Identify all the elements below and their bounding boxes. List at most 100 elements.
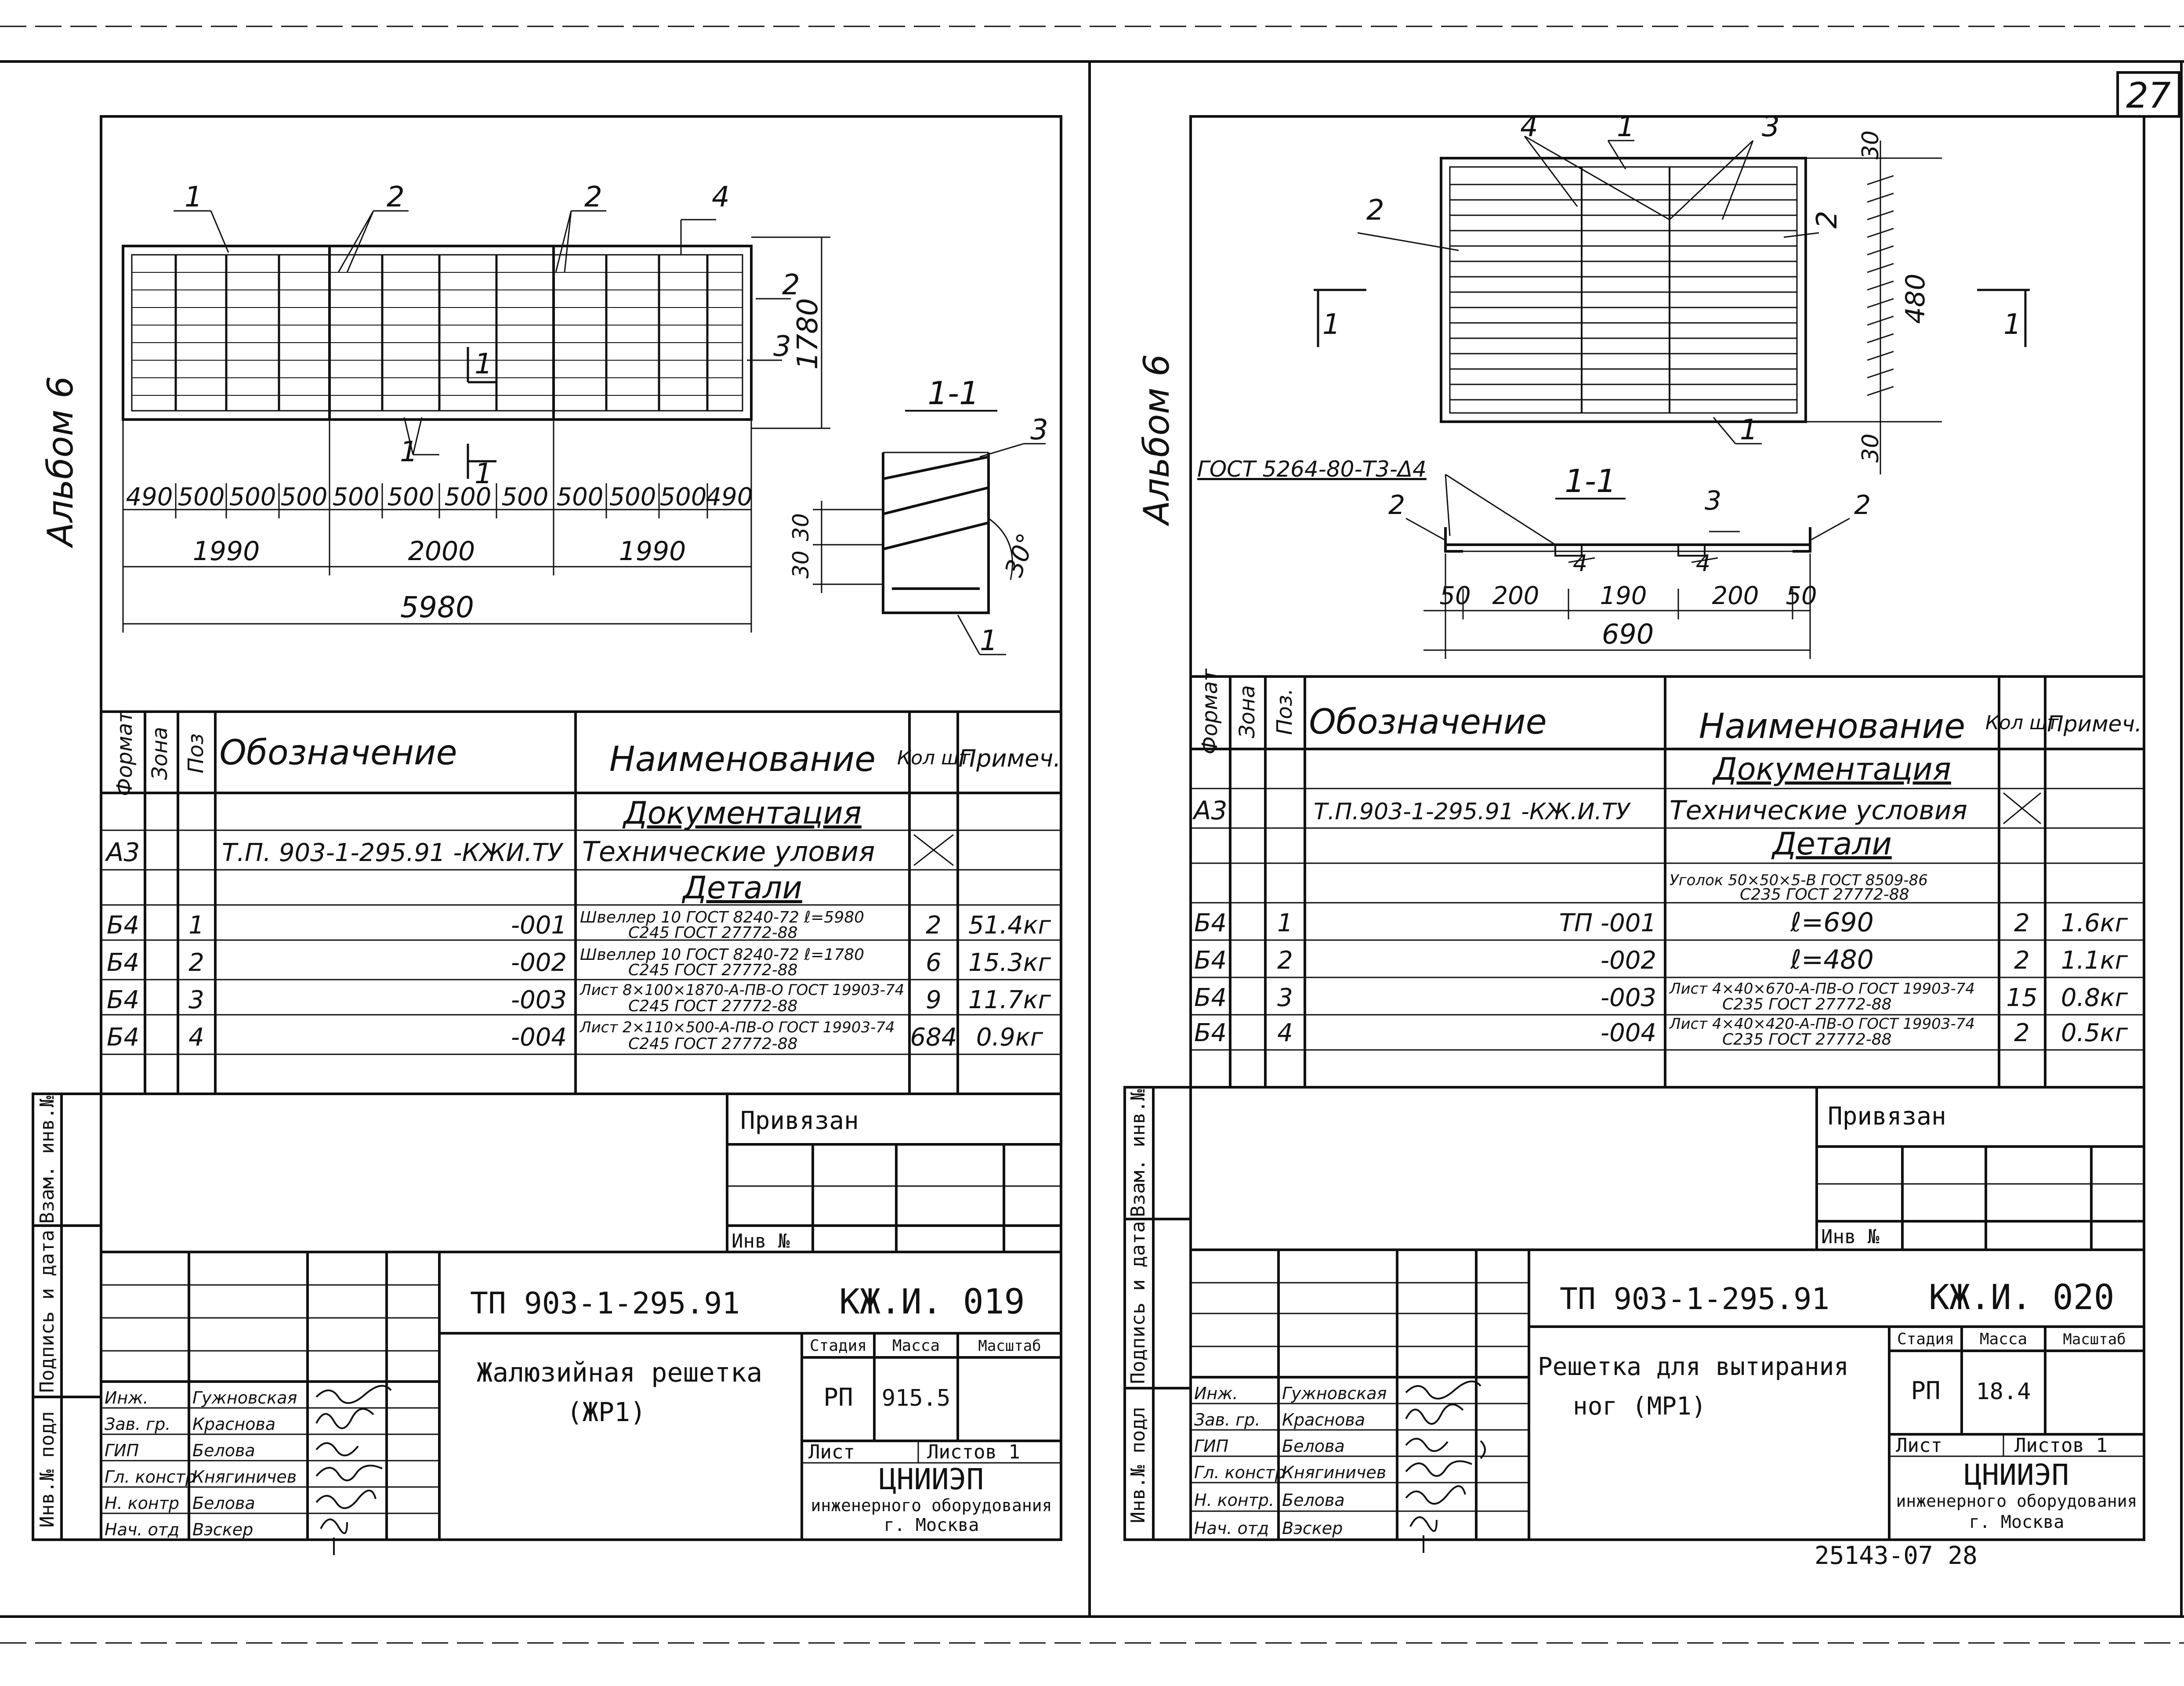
staff-name: Белова bbox=[1282, 1436, 1345, 1456]
bay-dim: 500 bbox=[281, 483, 328, 511]
staff-role: Нач. отд bbox=[105, 1520, 179, 1539]
staff-role: Гл. констр bbox=[1194, 1463, 1286, 1482]
org-line-3: г. Москва bbox=[884, 1515, 979, 1535]
col-designation-header: Обозначение bbox=[1309, 702, 1547, 742]
bay-dim: 500 bbox=[609, 483, 656, 511]
bay-dim: 490 bbox=[706, 483, 753, 511]
privyazan-label: Привязан bbox=[740, 1107, 859, 1135]
left-spec-table: Формат Зона Поз Обозначение Наименование… bbox=[101, 710, 1061, 1095]
row-name-bottom: С245 ГОСТ 27772-88 bbox=[628, 997, 798, 1015]
section-mark-left: 1 bbox=[1322, 308, 1340, 341]
col-qty-header: Кол шт bbox=[1985, 712, 2059, 734]
left-title-block: ТП 903-1-295.91 КЖ.И. 019 Жалюзийная реш… bbox=[101, 1251, 1061, 1555]
row-name-top: ℓ=480 bbox=[1790, 944, 1874, 975]
section-callout-3: 3 bbox=[1705, 485, 1721, 516]
section-parts: Детали bbox=[681, 870, 802, 906]
col-designation-header: Обозначение bbox=[219, 733, 457, 773]
callout-1: 1 bbox=[185, 181, 203, 213]
right-section-detail: ГОСТ 5264-80-Т3-Δ4 1-1 bbox=[1197, 456, 1871, 659]
side-label-vzam-inv: Взам. инв.№ bbox=[1127, 1089, 1149, 1217]
segment-dim: 1990 bbox=[193, 536, 260, 567]
mass-value: 915.5 bbox=[882, 1385, 951, 1411]
row-designation: -001 bbox=[511, 911, 567, 940]
section-mark-bottom: 1 bbox=[474, 458, 493, 490]
staff-name: Гужновская bbox=[1282, 1384, 1387, 1403]
row-format: Б4 bbox=[1194, 984, 1227, 1012]
row-name-top: Швеллер 10 ГОСТ 8240-72 ℓ=1780 bbox=[580, 946, 864, 964]
row-designation: -002 bbox=[511, 948, 567, 977]
staff-name: Белова bbox=[192, 1441, 255, 1460]
col-format-header: Формат bbox=[112, 710, 137, 796]
callout-1: 1 bbox=[1617, 111, 1635, 143]
staff-role: Н. контр bbox=[105, 1494, 179, 1513]
row-name-top: Лист 4×40×670-А-ПВ-О ГОСТ 19903-74 bbox=[1669, 980, 1975, 998]
section-callout-3: 3 bbox=[1030, 414, 1048, 446]
org-line-3: г. Москва bbox=[1969, 1512, 2064, 1532]
callout-3: 3 bbox=[1762, 111, 1780, 143]
row-designation: ТП -001 bbox=[1559, 909, 1656, 937]
org-name: ЦНИИЭП bbox=[1964, 1458, 2069, 1492]
page-frame bbox=[0, 25, 2184, 1644]
side-label-inv-podl: Инв.№ подл bbox=[36, 1411, 58, 1528]
right-spec-table: Формат Зона Поз. Обозначение Наименовани… bbox=[1191, 668, 2144, 1089]
signatures bbox=[315, 1385, 392, 1555]
table-row: Б4 4 -004 Лист 2×110×500-А-ПВ-О ГОСТ 199… bbox=[107, 1019, 1043, 1053]
row-qty: 6 bbox=[926, 948, 942, 977]
right-album-label: Альбом 6 bbox=[1136, 354, 1177, 527]
col-name-header: Наименование bbox=[1699, 707, 1965, 746]
col-pos-header: Поз bbox=[184, 734, 208, 774]
row-qty: 9 bbox=[926, 986, 942, 1014]
callout-1b: 1 bbox=[1740, 414, 1758, 446]
row-qty: 15 bbox=[2006, 984, 2037, 1012]
sheet-label: Лист bbox=[1896, 1434, 1942, 1457]
doc-row-designation: Т.П. 903-1-295.91 -КЖИ.ТУ bbox=[222, 839, 564, 867]
right-callouts: 4 1 3 2 2 1 1 1 30 480 30 bbox=[1322, 111, 2021, 463]
row-note: 0.9кг bbox=[976, 1023, 1043, 1052]
left-privyazan-block: Привязан Инв № bbox=[726, 1093, 1062, 1253]
row-name-top: Лист 4×40×420-А-ПВ-О ГОСТ 19903-74 bbox=[1669, 1015, 1975, 1033]
section-mark-right: 1 bbox=[2003, 308, 2021, 341]
row-pos: 2 bbox=[1277, 946, 1293, 975]
title-code: ТП 903-1-295.91 bbox=[470, 1286, 740, 1321]
page-number: 27 bbox=[2126, 75, 2171, 116]
height-dimension: 1780 bbox=[792, 298, 824, 370]
segment-dim: 2000 bbox=[408, 536, 475, 567]
left-side-strip: Инв.№ подл Подпись и дата Взам. инв.№ bbox=[32, 1093, 102, 1541]
col-zone-header: Зона bbox=[1235, 685, 1260, 738]
callout-2b: 2 bbox=[584, 181, 602, 213]
title-line-1: Решетка для вытирания bbox=[1538, 1353, 1849, 1381]
archive-code: 25143-07 28 bbox=[1815, 1541, 1978, 1570]
bay-dim: 500 bbox=[445, 483, 492, 511]
section-callout-4: 4 bbox=[1573, 550, 1587, 577]
row-format: Б4 bbox=[1194, 946, 1227, 975]
inv-label: Инв № bbox=[1821, 1226, 1880, 1248]
org-name: ЦНИИЭП bbox=[879, 1462, 984, 1496]
row-format: Б4 bbox=[107, 986, 139, 1014]
row-name-top: Лист 8×100×1870-А-ПВ-О ГОСТ 19903-74 bbox=[579, 981, 904, 999]
row-name-top: ℓ=690 bbox=[1790, 907, 1874, 938]
section-callout-2b: 2 bbox=[1854, 490, 1871, 521]
table-row: Б4 4 -004 Лист 4×40×420-А-ПВ-О ГОСТ 1990… bbox=[1194, 1015, 2128, 1049]
bottom-dim: 200 bbox=[1712, 582, 1759, 610]
staff-role: ГИП bbox=[1194, 1436, 1228, 1456]
material-row-bottom: С235 ГОСТ 27772-88 bbox=[1740, 886, 1909, 904]
section-callout-2: 2 bbox=[1388, 490, 1405, 521]
bottom-dim: 190 bbox=[1600, 582, 1647, 610]
staff-name: Вэскер bbox=[192, 1520, 253, 1539]
org-line-2: инженерного оборудования bbox=[1896, 1491, 2137, 1511]
staff-name: Белова bbox=[192, 1494, 255, 1513]
row-note: 0.5кг bbox=[2061, 1019, 2128, 1047]
scale-label: Масштаб bbox=[978, 1337, 1041, 1355]
table-row: Б4 3 -003 Лист 4×40×670-А-ПВ-О ГОСТ 1990… bbox=[1194, 980, 2128, 1013]
row-name-bottom: С245 ГОСТ 27772-88 bbox=[628, 1035, 798, 1053]
staff-role: Гл. констр bbox=[105, 1467, 196, 1487]
bay-dim: 490 bbox=[126, 483, 173, 511]
row-name-top: Швеллер 10 ГОСТ 8240-72 ℓ=5980 bbox=[580, 908, 864, 926]
bottom-dim: 50 bbox=[1786, 582, 1817, 610]
section-dim-1: 30 bbox=[788, 513, 814, 541]
total-dim: 5980 bbox=[400, 590, 474, 624]
callout-3: 3 bbox=[773, 330, 791, 363]
left-sheet: Альбом 6 bbox=[32, 115, 1062, 1555]
left-segment-dimensions: 1990 2000 1990 5980 bbox=[193, 536, 686, 624]
stage-label: Стадия bbox=[810, 1337, 867, 1355]
